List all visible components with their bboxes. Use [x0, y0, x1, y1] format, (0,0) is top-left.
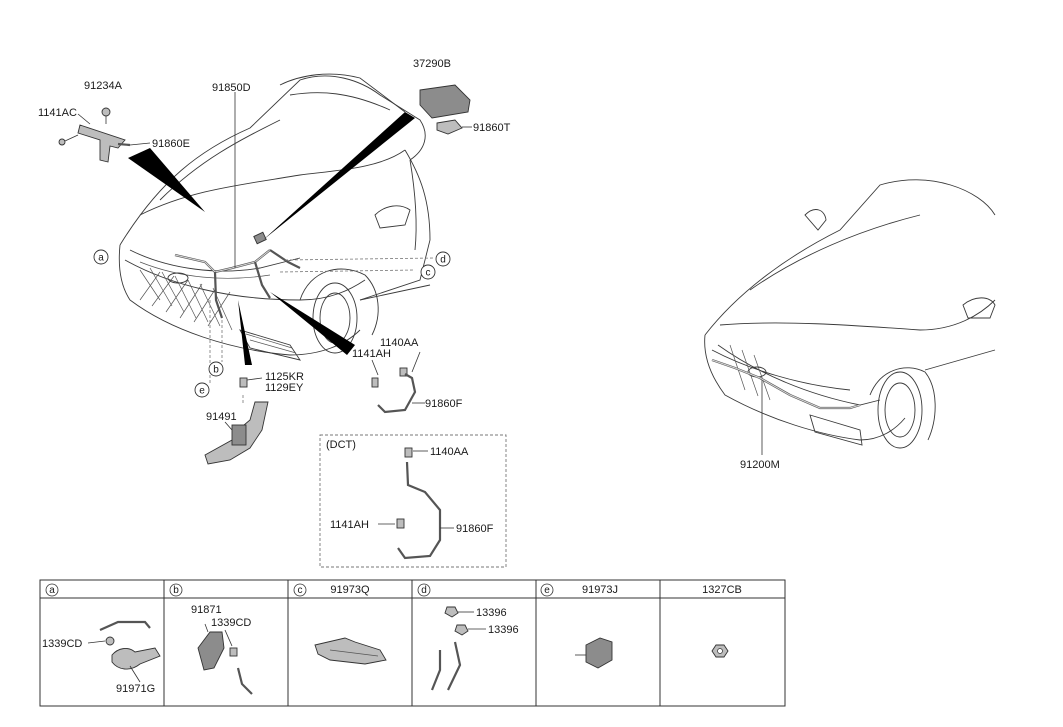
svg-text:e: e — [544, 585, 550, 596]
svg-text:b: b — [213, 365, 219, 376]
table-cell-b: b 91871 1339CD — [169, 583, 253, 695]
callout-e: e — [194, 382, 210, 398]
table-cell-d: d 13396 13396 — [417, 583, 519, 691]
label-1141AH: 1141AH — [352, 348, 391, 360]
label-dct-1140AA: 1140AA — [430, 446, 469, 458]
part-labels: 91234A 1141AC 91860E 91850D 37290B 91860… — [38, 58, 780, 535]
table-c-header: 91973Q — [330, 584, 370, 596]
car-right-illustration — [704, 179, 996, 455]
label-91860F: 91860F — [425, 398, 463, 410]
table-d-part-2: 13396 — [488, 624, 519, 636]
label-1140AA: 1140AA — [380, 337, 419, 349]
label-91234A: 91234A — [84, 80, 123, 92]
table-e-header: 91973J — [582, 584, 618, 596]
svg-text:b: b — [173, 585, 179, 596]
svg-text:a: a — [98, 253, 104, 264]
table-a-part-1: 1339CD — [42, 638, 82, 650]
svg-text:d: d — [421, 585, 427, 596]
table-cell-f: 1327CB — [702, 584, 742, 658]
part-37290B-sensor — [419, 84, 472, 135]
label-91491: 91491 — [206, 411, 237, 423]
table-f-header: 1327CB — [702, 584, 742, 596]
callout-markers: a b c d e — [93, 249, 451, 398]
callout-a: a — [93, 249, 109, 265]
table-a-part-2: 91971G — [116, 683, 155, 695]
svg-text:c: c — [298, 585, 303, 596]
callout-d: d — [435, 251, 451, 267]
callout-b: b — [208, 361, 224, 377]
callout-c: c — [420, 264, 436, 280]
svg-text:e: e — [199, 386, 205, 397]
table-d-part-1: 13396 — [476, 607, 507, 619]
label-37290B: 37290B — [413, 58, 451, 70]
table-b-part-2: 1339CD — [211, 617, 251, 629]
parts-table: a 1339CD 91971G b 91871 1339CD c 91973Q — [39, 579, 786, 707]
table-cell-c: c 91973Q — [293, 583, 387, 665]
label-1129EY: 1129EY — [265, 382, 304, 394]
part-91234A-bracket — [58, 107, 151, 163]
table-cell-a: a 1339CD 91971G — [42, 583, 161, 695]
label-91860E: 91860E — [152, 138, 190, 150]
label-dct-91860F: 91860F — [456, 523, 494, 535]
label-1125KR: 1125KR — [265, 371, 304, 383]
label-91850D: 91850D — [212, 82, 251, 94]
label-91860T: 91860T — [473, 122, 511, 134]
table-cell-e: e 91973J — [540, 583, 618, 669]
dct-variant-box — [319, 434, 507, 568]
part-91491-connector — [204, 377, 269, 465]
table-b-part-1: 91871 — [191, 604, 222, 616]
label-91200M: 91200M — [740, 459, 780, 471]
pointer-wedges — [128, 112, 415, 365]
svg-text:d: d — [440, 255, 446, 266]
part-91860F-cable — [371, 351, 425, 414]
svg-text:c: c — [426, 268, 431, 279]
car-left-illustration — [118, 73, 431, 361]
label-dct: (DCT) — [326, 439, 356, 451]
label-1141AC: 1141AC — [38, 107, 77, 119]
svg-text:a: a — [49, 585, 55, 596]
label-dct-1141AH: 1141AH — [330, 519, 369, 531]
